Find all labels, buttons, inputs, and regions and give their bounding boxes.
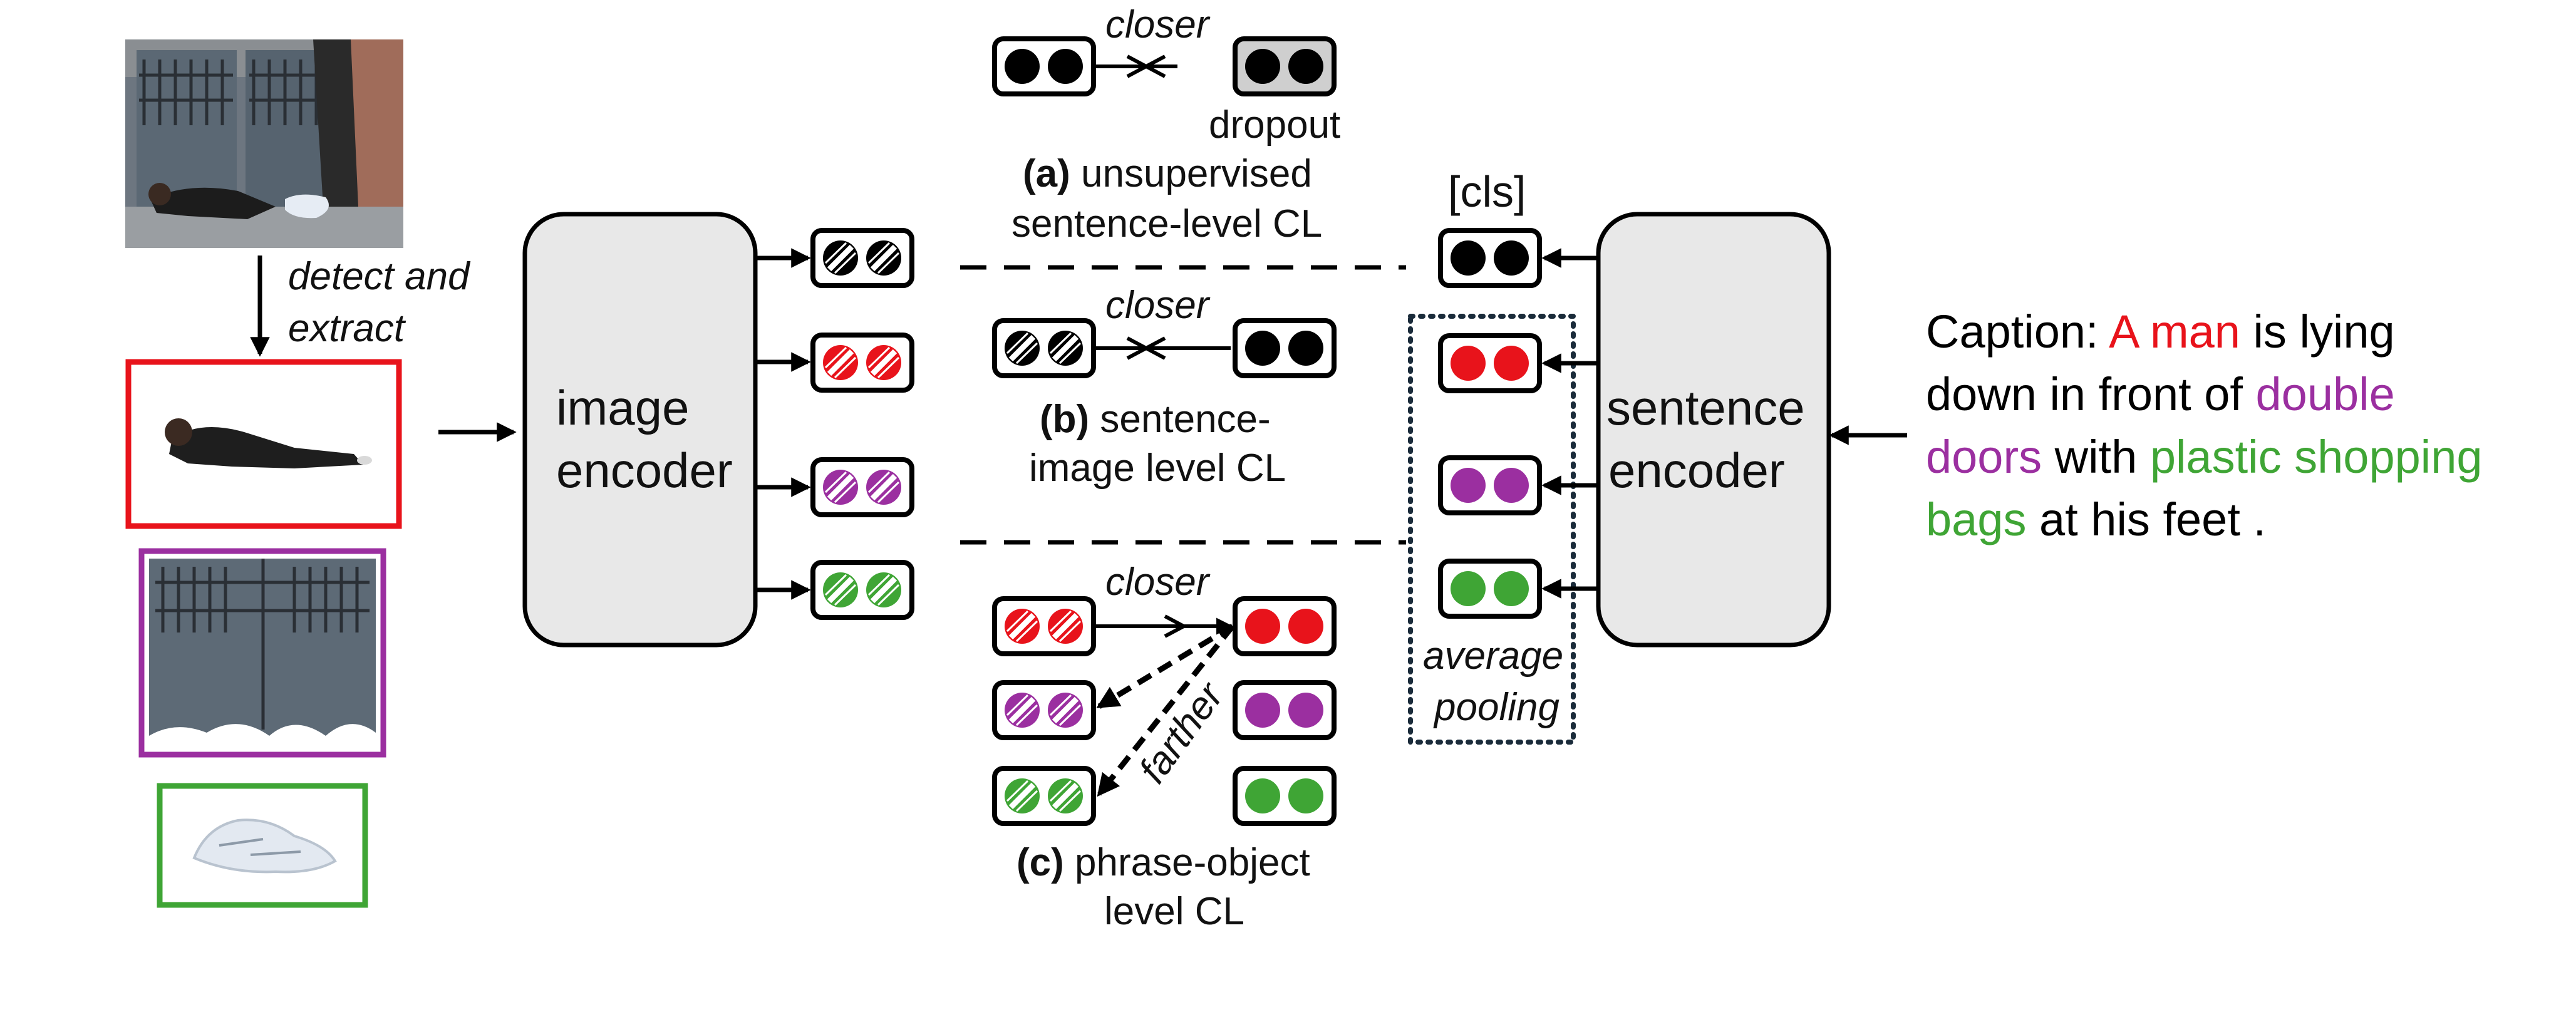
caption-text: Caption: A man is lying down in front of … — [1926, 306, 2483, 545]
image-encoder-line1: image — [556, 380, 689, 435]
caption-segment: double — [2256, 368, 2395, 420]
caption-segment: A man — [2109, 306, 2240, 358]
image-encoder: image encoder — [522, 212, 758, 648]
panel-a-sentence-embedding — [992, 36, 1096, 96]
bags-crop — [157, 783, 368, 908]
scene-photo — [125, 39, 403, 248]
detect-label-line1: detect and — [288, 255, 471, 298]
caption-line: down in front of double — [1926, 368, 2395, 420]
caption-segment: is lying — [2240, 306, 2395, 358]
panel-c-object-bags — [992, 766, 1096, 826]
caption-segment: doors — [1926, 431, 2042, 483]
caption-segment: down in front of — [1926, 368, 2256, 420]
caption-line: bags at his feet . — [1926, 493, 2266, 545]
phrase-embedding-bags — [1438, 559, 1542, 619]
image-embedding-doors — [810, 457, 914, 517]
image-encoder-outputs — [755, 248, 811, 600]
pooling-label-line2: pooling — [1433, 686, 1560, 729]
panel-a-dropout: dropout — [1209, 103, 1340, 147]
panel-c-closer: closer — [1105, 560, 1211, 604]
panel-b-title-line1: (b) sentence- — [1040, 398, 1271, 441]
panel-c-phrase-man — [1233, 596, 1337, 656]
cls-label: [cls] — [1448, 167, 1526, 216]
average-pooling-box — [1408, 314, 1576, 745]
panel-b-image-embedding — [992, 318, 1096, 378]
panel-b: closer (b) sentence- image level CL — [1029, 284, 1286, 490]
sentence-encoder: sentence encoder — [1596, 212, 1831, 648]
panel-c-title-line2: level CL — [1104, 890, 1244, 933]
pooling-label-line1: average — [1423, 634, 1563, 678]
caption-segment: bags — [1926, 493, 2026, 545]
sentence-embedding-cls — [1438, 228, 1542, 288]
caption-segment: plastic shopping — [2150, 431, 2483, 483]
detect-label-line2: extract — [288, 307, 406, 350]
panel-a-dropout-embedding — [1233, 36, 1337, 96]
sentence-encoder-line2: encoder — [1608, 443, 1785, 498]
panel-b-title-line2: image level CL — [1029, 447, 1286, 490]
caption-line: doors with plastic shopping — [1926, 431, 2483, 483]
panel-c-phrase-bags — [1233, 766, 1337, 826]
caption-segment: with — [2042, 431, 2150, 483]
image-embedding-bags — [810, 560, 914, 620]
panel-a-title-line2: sentence-level CL — [1011, 202, 1322, 245]
panel-c-title-line1: (c) phrase-object — [1016, 841, 1310, 884]
panel-a: closer dropout (a) unsupervised sentence… — [1011, 3, 1340, 245]
panel-c-object-doors — [992, 680, 1096, 740]
image-embedding-man — [810, 333, 914, 393]
panel-b-closer: closer — [1105, 284, 1211, 327]
sentence-encoder-line1: sentence — [1606, 380, 1805, 435]
sentence-encoder-outputs — [1541, 248, 1600, 599]
phrase-embedding-man — [1438, 333, 1542, 393]
phrase-embedding-doors — [1438, 455, 1542, 515]
panel-c-phrase-doors — [1233, 680, 1337, 740]
panel-b-sentence-embedding — [1233, 318, 1337, 378]
image-embedding-global — [810, 228, 914, 288]
man-crop — [125, 359, 402, 529]
panel-a-title-line1: (a) unsupervised — [1023, 152, 1312, 195]
caption-segment: Caption: — [1926, 306, 2109, 358]
caption-segment: at his feet . — [2026, 493, 2266, 545]
doors-crop — [138, 548, 386, 758]
caption-line: Caption: A man is lying — [1926, 306, 2395, 358]
panel-a-closer: closer — [1105, 3, 1211, 46]
image-encoder-line2: encoder — [556, 443, 733, 498]
panel-c-object-man — [992, 596, 1096, 656]
